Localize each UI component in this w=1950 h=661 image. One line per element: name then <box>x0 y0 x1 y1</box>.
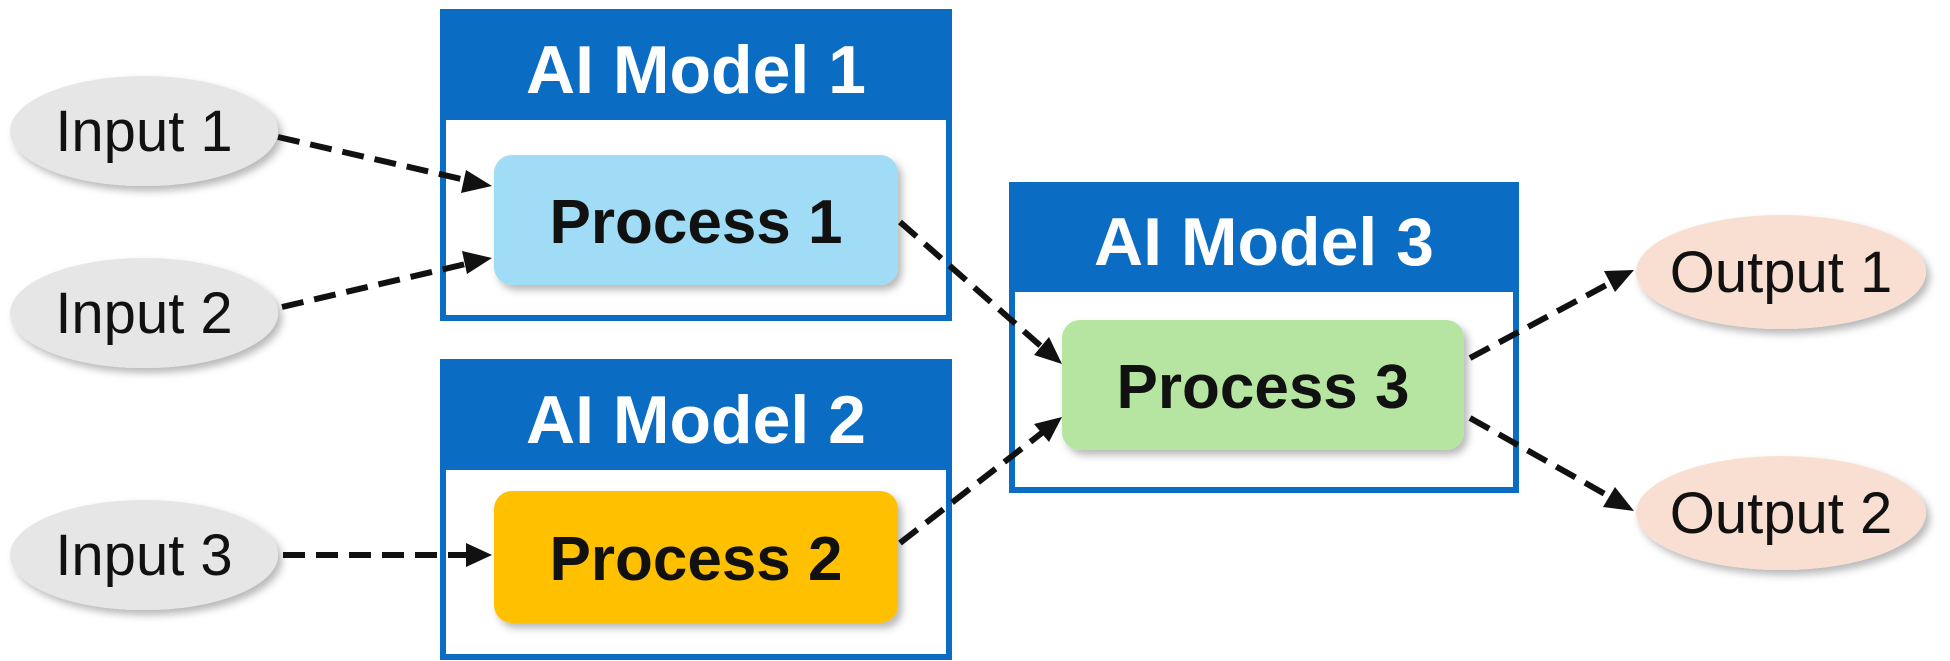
process-1-node: Process 1 <box>494 155 898 285</box>
output-2-node: Output 2 <box>1636 456 1926 570</box>
output-1-shape <box>1636 215 1926 329</box>
process-2-label: Process 2 <box>550 525 843 594</box>
input-1-shape <box>10 76 278 186</box>
arrowhead-icon <box>1034 337 1062 364</box>
process-3-node: Process 3 <box>1062 320 1464 450</box>
input-3-label: Input 3 <box>55 523 232 588</box>
arrowhead-icon <box>466 543 492 567</box>
arrow-shaft <box>1468 279 1614 361</box>
arrowhead-icon <box>1034 417 1062 442</box>
arrowhead-icon <box>1603 487 1634 511</box>
input-2-node: Input 2 <box>10 258 278 368</box>
ai-model-2-header <box>443 362 949 470</box>
input-2-shape <box>10 258 278 368</box>
connectors <box>277 134 1634 567</box>
arrow-process-1-to-process-3 <box>898 219 1062 364</box>
process-2-node: Process 2 <box>494 491 898 623</box>
output-1-label: Output 1 <box>1670 240 1892 305</box>
ai-model-1-header <box>443 12 949 120</box>
arrowhead-icon <box>1604 270 1634 292</box>
ai-model-2-title: AI Model 2 <box>526 382 866 458</box>
arrow-input-2-to-process-1 <box>281 251 492 310</box>
process-3-shape <box>1062 320 1464 450</box>
arrow-input-1-to-process-1 <box>277 134 492 193</box>
arrow-shaft <box>898 429 1045 546</box>
input-2-label: Input 2 <box>55 281 232 346</box>
output-2-shape <box>1636 456 1926 570</box>
arrow-input-3-to-process-2 <box>283 543 492 567</box>
ai-model-3-title: AI Model 3 <box>1094 204 1434 280</box>
output-1-node: Output 1 <box>1636 215 1926 329</box>
arrow-process-2-to-process-3 <box>898 417 1062 546</box>
input-3-node: Input 3 <box>10 500 278 610</box>
ai-model-3-header <box>1012 185 1516 292</box>
process-3-label: Process 3 <box>1117 353 1410 422</box>
process-1-label: Process 1 <box>550 188 843 257</box>
process-2-shape <box>494 491 898 623</box>
arrowhead-icon <box>461 170 492 193</box>
ai-model-1-title: AI Model 1 <box>526 32 866 108</box>
input-3-shape <box>10 500 278 610</box>
arrow-shaft <box>1468 415 1614 501</box>
output-2-label: Output 2 <box>1670 481 1892 546</box>
arrow-process-3-to-output-1 <box>1468 270 1634 361</box>
arrowhead-icon <box>462 251 492 274</box>
process-1-shape <box>494 155 898 285</box>
input-1-label: Input 1 <box>55 99 232 164</box>
input-1-node: Input 1 <box>10 76 278 186</box>
arrow-process-3-to-output-2 <box>1468 415 1634 511</box>
